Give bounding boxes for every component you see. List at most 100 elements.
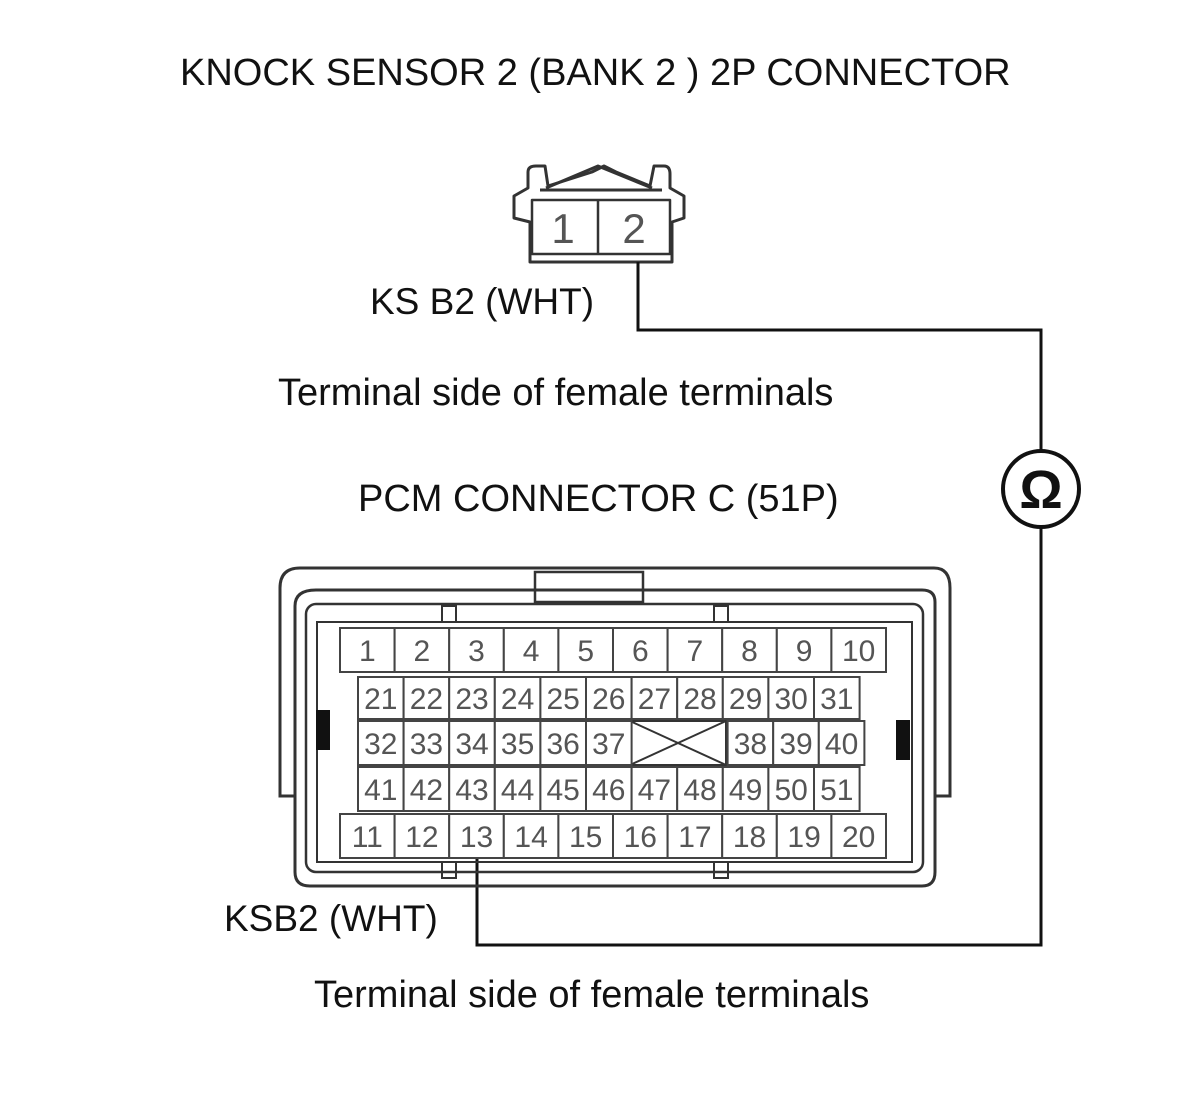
pcm-latch-right (896, 720, 910, 760)
pcm-cavity (813, 676, 861, 720)
pcm-cavity (402, 766, 451, 812)
pcm-cavity (666, 813, 724, 859)
pcm-terminal-number: 28 (683, 683, 716, 716)
pcm-cavity (502, 627, 560, 673)
pcm-terminal-number: 13 (460, 821, 493, 854)
pcm-terminal-number: 24 (501, 683, 534, 716)
blocked-cavity (629, 720, 727, 766)
pcm-terminal-number: 19 (787, 821, 820, 854)
pcm-terminal-number: 30 (775, 683, 808, 716)
pcm-terminal-number: 41 (364, 774, 397, 807)
pcm-terminal-number: 8 (741, 635, 758, 668)
pcm-terminal-number: 46 (592, 774, 625, 807)
pcm-terminal-number: 49 (729, 774, 762, 807)
pcm-terminal-number: 37 (592, 728, 625, 761)
pcm-cavity (339, 813, 396, 859)
pcm-terminal-number: 47 (638, 774, 671, 807)
pcm-cavity (557, 627, 615, 673)
pcm-terminal-number: 2 (414, 635, 431, 668)
pcm-cavity (772, 720, 820, 766)
pcm-cavity (775, 813, 833, 859)
pcm-terminal-number: 50 (775, 774, 808, 807)
pcm-cavity (830, 813, 888, 859)
pcm-terminal-number: 31 (820, 683, 853, 716)
pcm-terminal-number: 22 (410, 683, 443, 716)
pcm-terminal-number: 23 (455, 683, 488, 716)
pcm-connector-title: PCM CONNECTOR C (51P) (358, 478, 839, 520)
pcm-cavity (448, 766, 496, 812)
pcm-cavity (448, 813, 505, 859)
pcm-terminal-number: 45 (547, 774, 580, 807)
pcm-cavity (817, 720, 866, 766)
pcm-terminal-number: 42 (410, 774, 443, 807)
pcm-cavity (402, 720, 451, 766)
pcm-terminal-number: 15 (569, 821, 602, 854)
pcm-cavity (676, 676, 724, 720)
pcm-cavity (357, 676, 405, 720)
pcm-terminal-number: 17 (678, 821, 711, 854)
pcm-cavity (585, 676, 633, 720)
pcm-latch-left (316, 710, 330, 750)
pcm-cavity (539, 766, 588, 812)
pcm-cavity (493, 720, 542, 766)
pcm-terminal-number: 6 (632, 635, 649, 668)
ks-2p-connector (512, 164, 686, 264)
pcm-terminal-number: 18 (733, 821, 766, 854)
ks-terminal-1: 1 (551, 205, 574, 252)
pcm-cavity (393, 813, 451, 859)
pcm-terminal-number: 44 (501, 774, 534, 807)
pcm-cavity (402, 676, 451, 720)
pcm-terminal-number: 14 (514, 821, 547, 854)
pcm-terminal-number: 5 (577, 635, 594, 668)
pcm-terminal-number: 29 (729, 683, 762, 716)
pcm-terminal-number: 10 (842, 635, 875, 668)
pcm-side-note: Terminal side of female terminals (314, 974, 870, 1016)
ohm-icon: Ω (1019, 460, 1062, 520)
pcm-terminal-number: 38 (734, 728, 767, 761)
pcm-cavity (585, 720, 633, 766)
pcm-terminal-number: 3 (468, 635, 485, 668)
ks-side-note: Terminal side of female terminals (278, 372, 834, 414)
pcm-cavity (539, 676, 588, 720)
pcm-terminal-number: 35 (501, 728, 534, 761)
pcm-cavity (612, 813, 669, 859)
pcm-terminal-number: 48 (683, 774, 716, 807)
pcm-wire-label: KSB2 (WHT) (224, 898, 438, 939)
ohmmeter-circle (1001, 449, 1081, 529)
pcm-terminal-number: 51 (820, 774, 853, 807)
pcm-terminal-number: 26 (592, 683, 625, 716)
wire-ks-to-meter (636, 262, 1043, 450)
pcm-terminal-number: 20 (842, 821, 875, 854)
pcm-terminal-number: 32 (364, 728, 397, 761)
pcm-terminal-number: 25 (547, 683, 580, 716)
pcm-terminal-number: 27 (638, 683, 671, 716)
pcm-terminal-number: 9 (796, 635, 813, 668)
pcm-terminal-number: 4 (523, 635, 540, 668)
pcm-terminal-number: 7 (687, 635, 704, 668)
pcm-cavity (448, 720, 496, 766)
pcm-cavity (448, 676, 496, 720)
pcm-terminal-number: 43 (455, 774, 488, 807)
pcm-cavity (357, 766, 405, 812)
pcm-terminal-number: 33 (410, 728, 443, 761)
ks-terminal-2: 2 (622, 205, 645, 252)
diagram-title: KNOCK SENSOR 2 (BANK 2 ) 2P CONNECTOR (180, 52, 1011, 94)
pcm-terminal-number: 36 (547, 728, 580, 761)
pcm-terminal-number: 16 (624, 821, 657, 854)
pcm-terminal-number: 21 (364, 683, 397, 716)
pcm-cavity (612, 627, 669, 673)
pcm-cavity (830, 627, 888, 673)
pcm-terminal-number: 11 (352, 821, 383, 854)
pcm-terminal-number: 12 (405, 821, 438, 854)
pcm-cavity (813, 766, 861, 812)
pcm-terminal-number: 40 (825, 728, 858, 761)
pcm-terminal-number: 39 (779, 728, 812, 761)
pcm-terminal-number: 34 (455, 728, 488, 761)
pcm-cavity (775, 627, 833, 673)
wire-meter-to-pcm (475, 528, 1043, 947)
pcm-terminal-number: 1 (359, 635, 376, 668)
ks-wire-label: KS B2 (WHT) (370, 281, 595, 322)
pcm-cavity (557, 813, 615, 859)
